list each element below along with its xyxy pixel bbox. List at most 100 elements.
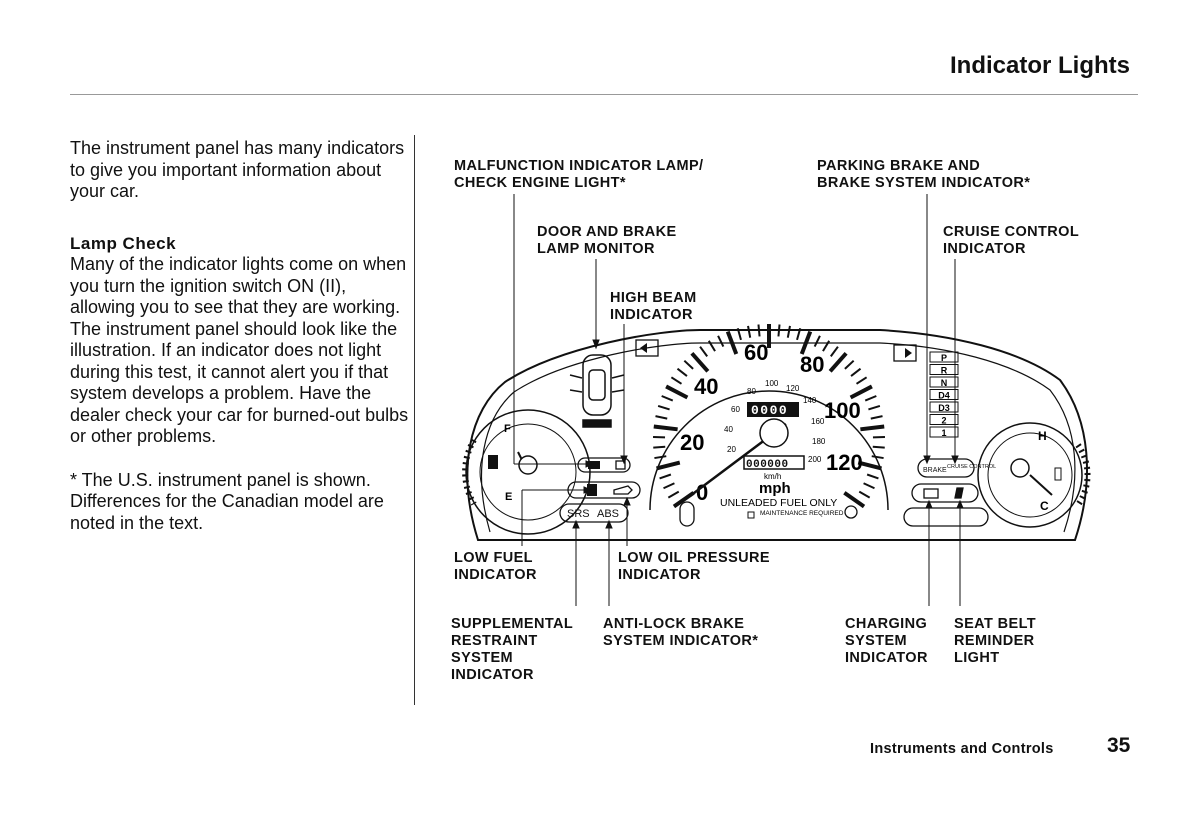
gear-position-box <box>929 376 959 388</box>
speed-tick <box>663 482 675 490</box>
speed-tick <box>757 324 761 337</box>
battery-icon <box>923 488 939 499</box>
odometer-reset-knob <box>844 505 858 519</box>
speed-tick <box>860 424 885 432</box>
speed-tick <box>725 330 739 355</box>
speed-tick <box>653 445 666 449</box>
kmh-60: 60 <box>731 405 740 414</box>
temp-cold-mark: C <box>1040 499 1049 513</box>
speed-tick <box>822 340 831 352</box>
door-brake-monitor-icon <box>569 354 625 428</box>
speedometer: 0 20 40 60 80 100 120 20 40 60 80 100 12… <box>649 324 889 527</box>
speed-tick <box>657 404 670 411</box>
trip-reset-knob <box>679 501 695 527</box>
speed-tick <box>864 395 877 402</box>
speed-tick <box>676 367 688 377</box>
kmh-160: 160 <box>811 417 825 426</box>
right-turn-icon <box>893 344 917 362</box>
speed-tick <box>828 352 848 373</box>
kmh-120: 120 <box>786 384 800 393</box>
speed-tick <box>786 325 791 338</box>
speed-tick <box>670 376 683 385</box>
footer-section-title: Instruments and Controls <box>870 741 1054 757</box>
speed-tick <box>855 376 868 385</box>
mph-20: 20 <box>680 430 704 455</box>
oil-can-icon <box>613 485 633 495</box>
speed-tick <box>799 330 813 355</box>
left-turn-icon <box>635 339 659 357</box>
temperature-gauge: H C <box>977 422 1091 528</box>
page-title: Indicator Lights <box>950 52 1130 79</box>
high-beam-label: HIGH BEAM INDICATOR <box>610 290 697 323</box>
check-engine-icon <box>588 461 600 469</box>
fuel-gauge: F E <box>462 409 591 535</box>
speed-tick <box>872 445 885 449</box>
page-number: 35 <box>1107 734 1131 757</box>
maintenance-line-1: MAINTENANCE REQUIRED <box>760 510 844 517</box>
cruise-control-label: CRUISE CONTROL INDICATOR <box>943 224 1080 257</box>
blank-lamp-box <box>903 507 989 527</box>
gear-position-box <box>929 389 959 400</box>
mph-0: 0 <box>696 480 708 505</box>
speed-tick <box>707 340 716 352</box>
mph-100: 100 <box>824 398 861 423</box>
kmh-140: 140 <box>803 396 817 405</box>
gear-position-2: 2 <box>941 416 946 426</box>
speed-tick <box>858 490 871 499</box>
speed-tick <box>667 490 680 499</box>
speed-tick <box>736 328 742 341</box>
fuel-pump-icon <box>488 455 498 469</box>
gear-position-p: P <box>941 353 947 363</box>
gear-position-box <box>929 351 959 363</box>
intro-paragraph: The instrument panel has many indicators… <box>70 138 405 201</box>
speed-tick <box>655 415 668 420</box>
srs-label: SUPPLEMENTAL RESTRAINT SYSTEM INDICATOR <box>451 616 574 683</box>
parking-brake-label: PARKING BRAKE AND BRAKE SYSTEM INDICATOR… <box>817 158 1031 191</box>
maintenance-lamp <box>747 511 755 519</box>
panel-inner-bezel <box>480 342 1076 533</box>
speed-tick <box>857 460 882 471</box>
odometer-box <box>747 402 799 417</box>
mph-60: 60 <box>744 340 768 365</box>
kmh-40: 40 <box>724 425 733 434</box>
speed-tick <box>844 359 855 370</box>
cruise-lamp-text: CRUISE CONTROL <box>947 464 996 470</box>
brake-cruise-box <box>917 458 975 478</box>
gear-position-1: 1 <box>941 428 946 438</box>
speed-tick <box>659 473 672 480</box>
speed-tick <box>849 384 873 400</box>
fuel-full-mark: F <box>504 423 511 435</box>
kmh-80: 80 <box>747 387 756 396</box>
coolant-icon <box>1054 467 1062 481</box>
door-brake-monitor-label: DOOR AND BRAKE LAMP MONITOR <box>537 224 677 257</box>
brake-lamp-text: BRAKE <box>923 467 947 474</box>
speed-tick <box>863 482 875 490</box>
fuel-empty-mark: E <box>505 491 512 503</box>
gear-position-box <box>929 401 959 413</box>
gear-position-r: R <box>941 366 948 376</box>
srs-abs-box <box>559 503 629 523</box>
speed-tick <box>870 415 883 420</box>
speed-tick <box>690 352 710 373</box>
trip-digits: 000000 <box>746 459 789 471</box>
seat-belt-label: SEAT BELT REMINDER LIGHT <box>954 616 1037 666</box>
kmh-200: 200 <box>808 455 822 464</box>
column-divider <box>414 135 415 705</box>
temp-hot-mark: H <box>1038 429 1047 443</box>
lamp-check-heading: Lamp Check <box>70 233 177 253</box>
srs-lamp-text: SRS <box>567 508 590 520</box>
gear-position-d4: D4 <box>938 391 950 401</box>
speed-tick <box>654 455 667 460</box>
speed-tick <box>656 460 681 471</box>
mph-40: 40 <box>694 374 718 399</box>
low-oil-pressure-label: LOW OIL PRESSURE INDICATOR <box>618 550 770 583</box>
speed-tick <box>843 491 866 509</box>
abs-label: ANTI-LOCK BRAKE SYSTEM INDICATOR* <box>603 616 759 649</box>
kmh-unit: km/h <box>764 472 781 481</box>
kmh-20: 20 <box>727 445 736 454</box>
abs-lamp-text: ABS <box>597 508 619 520</box>
mph-120: 120 <box>826 450 863 475</box>
trip-box <box>743 455 805 470</box>
